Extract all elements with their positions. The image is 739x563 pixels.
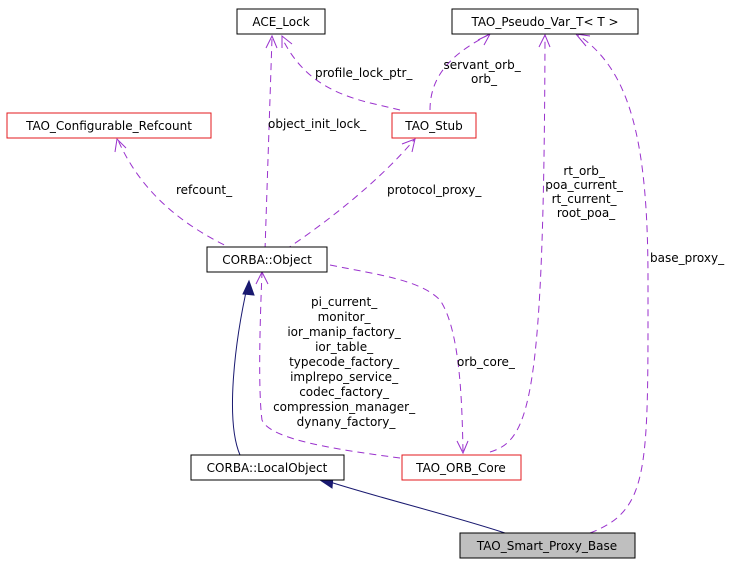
- node-smart-proxy-base-label: TAO_Smart_Proxy_Base: [476, 539, 617, 553]
- arrowhead-ace-lock-2: [281, 34, 293, 48]
- label-pi-current: pi_current_ monitor_ ior_manip_factory_ …: [273, 295, 419, 429]
- label-pi-current-line: dynany_factory_: [297, 415, 397, 429]
- label-servant-orb-line: orb_: [471, 72, 498, 86]
- edge-inherit-local-object: [231, 282, 249, 456]
- edge-inherit-smart-proxy: [329, 481, 506, 534]
- label-orb-core: orb_core_: [457, 355, 516, 369]
- edge-base-proxy: [577, 34, 649, 534]
- node-local-object[interactable]: CORBA::LocalObject: [190, 454, 345, 481]
- arrowhead-refcount: [114, 137, 127, 153]
- arrowhead-ace-lock-1: [265, 34, 278, 49]
- node-orb-core[interactable]: TAO_ORB_Core: [401, 454, 522, 481]
- label-pi-current-line: codec_factory_: [299, 385, 390, 399]
- label-base-proxy: base_proxy_: [650, 251, 725, 265]
- label-rt-orb-line: root_poa_: [557, 206, 616, 220]
- edge-pi-current: [259, 272, 401, 459]
- arrowhead-pseudo-var-1: [477, 32, 492, 46]
- node-corba-object[interactable]: CORBA::Object: [206, 246, 328, 273]
- node-configurable-refcount[interactable]: TAO_Configurable_Refcount: [6, 112, 212, 139]
- arrowhead-orb-core: [456, 440, 469, 455]
- label-pi-current-line: ior_manip_factory_: [287, 325, 401, 339]
- label-pi-current-line: pi_current_: [311, 295, 378, 309]
- node-smart-proxy-base[interactable]: TAO_Smart_Proxy_Base: [459, 532, 636, 559]
- label-refcount: refcount_: [176, 183, 233, 197]
- label-servant-orb: servant_orb_ orb_: [443, 58, 524, 86]
- node-ace-lock-label: ACE_Lock: [252, 15, 309, 29]
- node-local-object-label: CORBA::LocalObject: [207, 461, 328, 475]
- label-pi-current-line: implrepo_service_: [290, 370, 399, 384]
- edge-refcount: [117, 139, 236, 251]
- node-ace-lock[interactable]: ACE_Lock: [236, 8, 326, 35]
- label-pi-current-line: typecode_factory_: [289, 355, 400, 369]
- label-rt-orb-line: rt_current_: [552, 192, 618, 206]
- node-corba-object-label: CORBA::Object: [222, 253, 312, 267]
- arrowhead-stub: [401, 138, 416, 153]
- edge-rt-orb: [489, 35, 546, 453]
- label-protocol-proxy: protocol_proxy_: [387, 183, 482, 197]
- node-stub[interactable]: TAO_Stub: [391, 112, 477, 139]
- label-profile-lock-ptr: profile_lock_ptr_: [315, 66, 413, 80]
- edge-protocol-proxy: [284, 139, 415, 251]
- arrowhead-pseudo-var-2: [538, 33, 551, 48]
- label-pi-current-line: compression_manager_: [273, 400, 416, 414]
- label-servant-orb-line: servant_orb_: [443, 58, 521, 72]
- label-rt-orb: rt_orb_ poa_current_ rt_current_ root_po…: [545, 164, 626, 220]
- label-pi-current-line: ior_table_: [315, 340, 374, 354]
- node-orb-core-label: TAO_ORB_Core: [415, 461, 506, 475]
- node-pseudo-var-label: TAO_Pseudo_Var_T< T >: [470, 15, 618, 29]
- node-pseudo-var[interactable]: TAO_Pseudo_Var_T< T >: [451, 8, 639, 35]
- label-rt-orb-line: rt_orb_: [563, 164, 606, 178]
- arrowhead-inherit-object: [242, 279, 255, 296]
- label-rt-orb-line: poa_current_: [545, 178, 624, 192]
- label-object-init-lock: object_init_lock_: [268, 117, 367, 131]
- edge-object-init-lock: [264, 37, 273, 251]
- label-pi-current-line: monitor_: [318, 310, 372, 324]
- node-configurable-refcount-label: TAO_Configurable_Refcount: [25, 119, 192, 133]
- arrowhead-pseudo-var-3: [574, 33, 591, 47]
- node-stub-label: TAO_Stub: [404, 119, 462, 133]
- edge-profile-lock-ptr: [281, 37, 401, 111]
